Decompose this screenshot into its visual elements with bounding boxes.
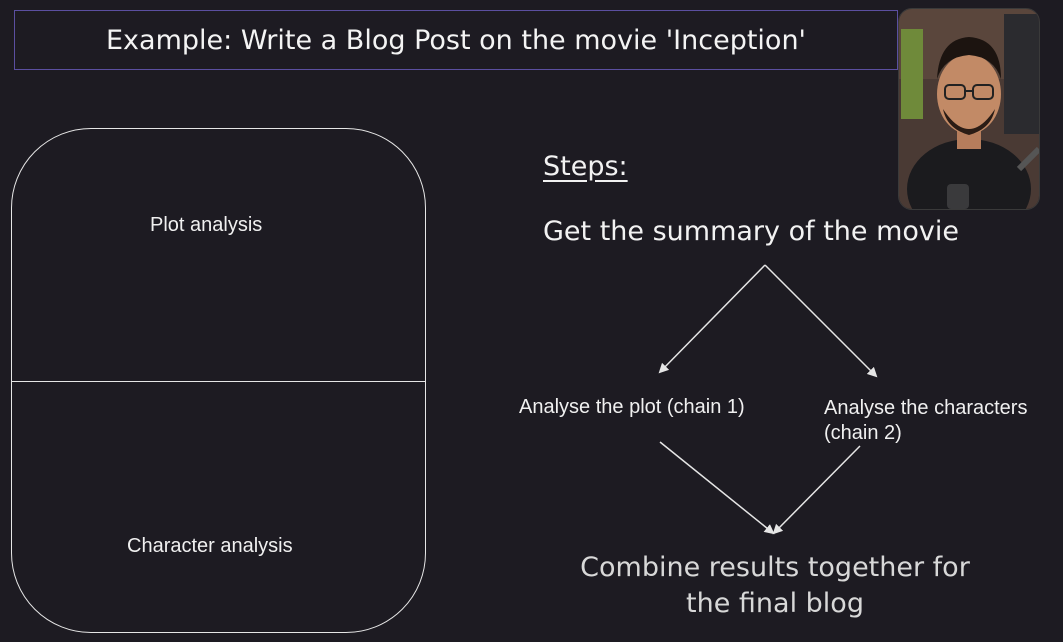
branch-characters-line1: Analyse the characters xyxy=(824,397,1028,419)
presenter-webcam xyxy=(898,8,1040,210)
slide-title: Example: Write a Blog Post on the movie … xyxy=(106,24,806,56)
plot-analysis-label: Plot analysis xyxy=(150,214,263,236)
character-analysis-label: Character analysis xyxy=(127,535,293,557)
combine-line2: the final blog xyxy=(686,588,864,619)
step-summary: Get the summary of the movie xyxy=(543,216,959,247)
title-box: Example: Write a Blog Post on the movie … xyxy=(14,10,898,70)
analysis-panel xyxy=(11,128,426,633)
branch-characters-line2: (chain 2) xyxy=(824,422,902,444)
presenter-image xyxy=(899,9,1039,209)
combine-step: Combine results together for the final b… xyxy=(520,550,1030,622)
panel-divider xyxy=(11,381,426,382)
arrow-summary-to-characters xyxy=(764,264,878,378)
arrow-plot-to-combine xyxy=(659,441,775,535)
branch-characters: Analyse the characters (chain 2) xyxy=(824,396,1027,446)
arrow-summary-to-plot xyxy=(658,264,766,374)
steps-heading: Steps: xyxy=(543,151,628,182)
combine-line1: Combine results together for xyxy=(580,552,970,583)
arrow-characters-to-combine xyxy=(772,445,861,535)
branch-plot: Analyse the plot (chain 1) xyxy=(519,396,745,418)
